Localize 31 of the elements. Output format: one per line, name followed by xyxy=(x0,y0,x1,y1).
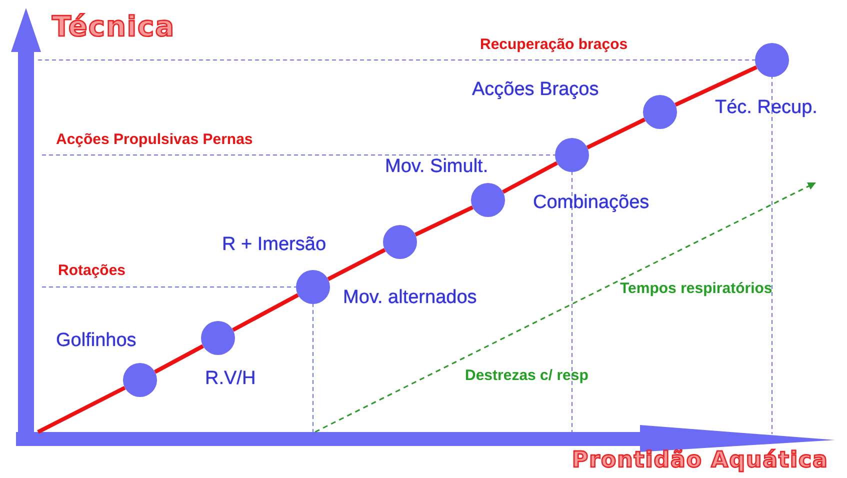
stage-label: Téc. Recup. xyxy=(715,97,818,119)
point-circle xyxy=(383,225,417,259)
stage-label: R.V/H xyxy=(205,368,256,390)
stage-label: R + Imersão xyxy=(222,234,326,256)
point-circle xyxy=(296,270,330,304)
group-label: Acções Propulsivas Pernas xyxy=(56,131,253,148)
connector-line xyxy=(327,248,386,281)
trend-label: Tempos respiratórios xyxy=(620,280,772,297)
connector-line xyxy=(586,118,646,150)
stage-label: Golfinhos xyxy=(56,330,136,352)
stage-label: Mov. Simult. xyxy=(385,156,488,178)
point-circle xyxy=(123,363,157,397)
connector-line xyxy=(414,206,474,236)
point-circle xyxy=(471,183,505,217)
connector-line xyxy=(502,161,558,194)
connector-line xyxy=(674,65,758,107)
point-circle xyxy=(755,43,789,77)
point-circle xyxy=(555,138,589,172)
trend-label: Destrezas c/ resp xyxy=(465,367,588,384)
axis-title: Prontidão Aquática xyxy=(572,448,828,473)
group-label: Recuperação braços xyxy=(480,36,628,53)
stage-label: Acções Braços xyxy=(472,79,599,101)
group-label: Rotações xyxy=(58,262,126,279)
connector-line xyxy=(154,344,204,374)
connector-line xyxy=(37,386,126,434)
point-circle xyxy=(201,321,235,355)
axis-title: Técnica xyxy=(52,10,175,43)
point-circle xyxy=(643,95,677,129)
stage-label: Combinações xyxy=(533,192,650,214)
connector-line xyxy=(232,293,299,332)
stage-label: Mov. alternados xyxy=(343,287,477,309)
